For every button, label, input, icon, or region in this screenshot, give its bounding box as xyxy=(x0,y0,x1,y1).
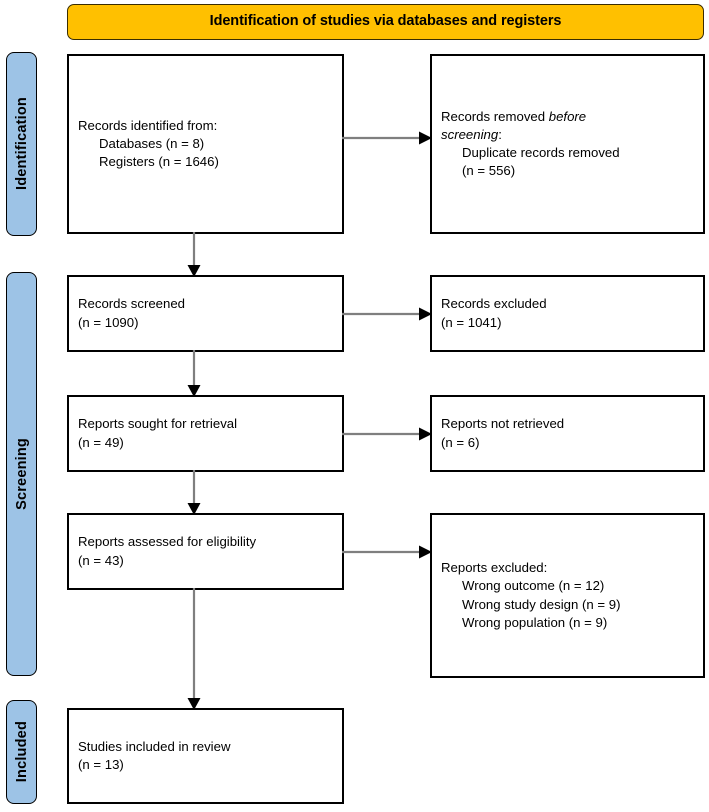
records-removed-colon: : xyxy=(498,126,502,142)
reports-excluded-wrong-population: Wrong population (n = 9) xyxy=(462,614,608,630)
reports-sought-count: (n = 49) xyxy=(78,434,124,450)
records-identified-heading: Records identified from: xyxy=(78,117,218,133)
stage-label-screening: Screening xyxy=(13,438,30,510)
studies-included-label: Studies included in review xyxy=(78,738,231,754)
box-reports-excluded-body: Reports excluded: Wrong outcome (n = 12)… xyxy=(432,559,703,632)
reports-assessed-label: Reports assessed for eligibility xyxy=(78,534,257,550)
records-excluded-label: Records excluded xyxy=(441,296,547,312)
connector-identified-to-screened xyxy=(180,232,210,278)
stage-bar-screening: Screening xyxy=(6,272,37,676)
box-records-removed-body: Records removed before screening: Duplic… xyxy=(432,108,703,181)
box-studies-included-body: Studies included in review (n = 13) xyxy=(69,738,342,774)
stage-bar-identification: Identification xyxy=(6,52,37,236)
records-removed-duplicates: Duplicate records removed xyxy=(462,145,620,160)
box-reports-sought-body: Reports sought for retrieval (n = 49) xyxy=(69,415,342,451)
box-reports-not-retrieved-body: Reports not retrieved (n = 6) xyxy=(432,415,703,451)
box-studies-included: Studies included in review (n = 13) xyxy=(67,708,344,804)
reports-not-retrieved-label: Reports not retrieved xyxy=(441,416,565,432)
reports-excluded-wrong-outcome: Wrong outcome (n = 12) xyxy=(462,578,605,594)
diagram-title: Identification of studies via databases … xyxy=(209,13,562,30)
connector-screened-to-excluded xyxy=(342,306,434,322)
connector-assessed-to-reports-excluded xyxy=(342,544,434,560)
connector-screened-to-sought xyxy=(180,350,210,398)
reports-sought-label: Reports sought for retrieval xyxy=(78,416,238,432)
box-reports-assessed-body: Reports assessed for eligibility (n = 43… xyxy=(69,533,342,569)
box-reports-not-retrieved: Reports not retrieved (n = 6) xyxy=(430,395,705,472)
records-excluded-count: (n = 1041) xyxy=(441,314,502,330)
records-identified-registers: Registers (n = 1646) xyxy=(99,154,219,170)
records-removed-prefix: Records removed xyxy=(441,108,549,124)
box-records-identified: Records identified from: Databases (n = … xyxy=(67,54,344,234)
box-reports-sought: Reports sought for retrieval (n = 49) xyxy=(67,395,344,472)
reports-excluded-wrong-study-design: Wrong study design (n = 9) xyxy=(462,596,621,612)
records-screened-count: (n = 1090) xyxy=(78,314,139,330)
reports-assessed-count: (n = 43) xyxy=(78,552,124,568)
records-removed-heading-line2: screening: xyxy=(441,126,694,144)
stage-label-included: Included xyxy=(13,721,30,783)
diagram-header-banner: Identification of studies via databases … xyxy=(67,4,704,40)
records-removed-screening: screening xyxy=(441,126,499,142)
records-removed-duplicates-count: (n = 556) xyxy=(462,163,516,179)
box-reports-excluded: Reports excluded: Wrong outcome (n = 12)… xyxy=(430,513,705,678)
connector-sought-to-not-retrieved xyxy=(342,426,434,442)
connector-sought-to-assessed xyxy=(180,470,210,516)
reports-excluded-heading: Reports excluded: xyxy=(441,560,548,576)
box-records-removed: Records removed before screening: Duplic… xyxy=(430,54,705,234)
records-screened-label: Records screened xyxy=(78,296,186,312)
records-identified-databases: Databases (n = 8) xyxy=(99,135,205,151)
reports-not-retrieved-count: (n = 6) xyxy=(441,434,480,450)
studies-included-count: (n = 13) xyxy=(78,757,124,772)
box-records-screened: Records screened (n = 1090) xyxy=(67,275,344,352)
box-records-identified-body: Records identified from: Databases (n = … xyxy=(69,117,342,172)
stage-bar-included: Included xyxy=(6,700,37,804)
box-records-excluded: Records excluded (n = 1041) xyxy=(430,275,705,352)
records-removed-heading-line1: Records removed before xyxy=(441,108,694,126)
stage-label-identification: Identification xyxy=(13,97,30,191)
box-reports-assessed: Reports assessed for eligibility (n = 43… xyxy=(67,513,344,590)
box-records-screened-body: Records screened (n = 1090) xyxy=(69,295,342,331)
connector-identified-to-removed xyxy=(342,130,434,146)
box-records-excluded-body: Records excluded (n = 1041) xyxy=(432,295,703,331)
connector-assessed-to-included xyxy=(180,588,210,711)
records-removed-before: before xyxy=(548,108,587,124)
